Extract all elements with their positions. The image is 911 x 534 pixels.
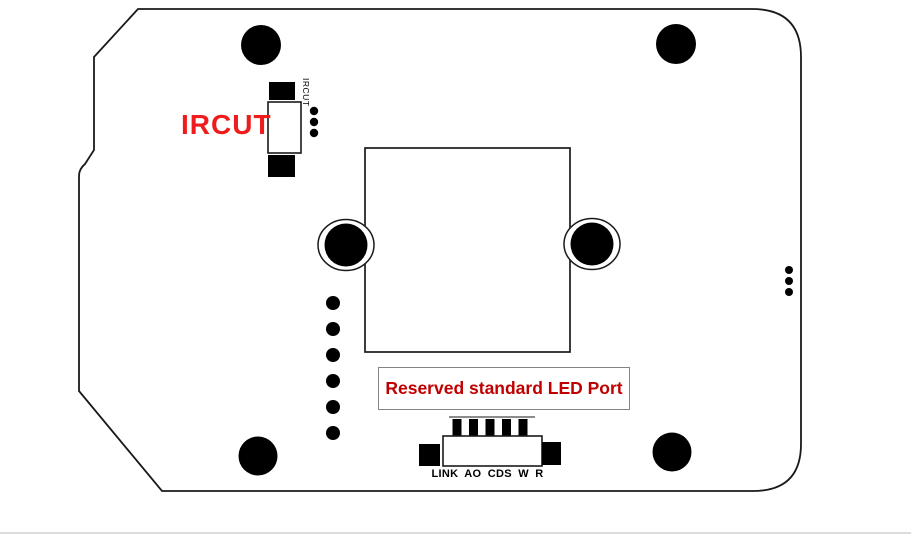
connector-pad-left: [419, 444, 440, 466]
via-dot: [326, 374, 340, 388]
connector-pad-right: [542, 442, 561, 465]
via-dot: [326, 348, 340, 362]
side-via-dot: [785, 266, 793, 274]
lens-hole-left-pad: [324, 223, 368, 267]
via-dot: [326, 426, 340, 440]
page-edge-line: [0, 532, 911, 534]
ircut-pin-dot: [309, 128, 319, 138]
led-port-label: Reserved standard LED Port: [385, 378, 623, 398]
mounting-hole-top-right: [656, 24, 696, 64]
ircut-connector: [267, 82, 319, 177]
connector-pin: [469, 419, 478, 436]
mounting-hole-bottom-left: [238, 436, 278, 476]
mounting-hole-bottom-right: [652, 432, 692, 472]
mounting-hole-top-left: [241, 25, 281, 65]
connector-pins: [452, 419, 528, 436]
bottom-connector: [419, 416, 561, 467]
via-dot: [326, 296, 340, 310]
connector-pin: [485, 419, 495, 436]
ircut-connector-label: IRCUT: [301, 78, 311, 107]
ircut-body: [267, 101, 302, 154]
via-dot: [326, 322, 340, 336]
ircut-pin-dot: [309, 117, 319, 127]
sensor-module-outline: [364, 147, 571, 353]
via-dot: [326, 400, 340, 414]
side-via-dot: [785, 277, 793, 285]
via-dot-column: [326, 296, 340, 440]
ircut-pin-dots: [309, 106, 319, 138]
ircut-pad-bottom: [268, 155, 295, 177]
lens-hole-left: [317, 218, 375, 272]
side-via-dots: [785, 266, 793, 296]
mounting-holes: [238, 24, 696, 476]
lens-hole-right: [563, 217, 621, 271]
side-via-dot: [785, 288, 793, 296]
ircut-label: IRCUT: [181, 109, 272, 140]
ircut-pin-dot: [309, 106, 319, 116]
connector-pin: [502, 419, 511, 436]
lens-hole-right-pad: [570, 222, 614, 266]
led-port-label-box: Reserved standard LED Port: [378, 367, 630, 410]
connector-body: [442, 435, 543, 467]
ircut-pad-top: [269, 82, 295, 100]
connector-pin: [452, 419, 462, 436]
connector-pin: [518, 419, 528, 436]
connector-pin-labels: LINK AO CDS W R: [431, 468, 544, 480]
